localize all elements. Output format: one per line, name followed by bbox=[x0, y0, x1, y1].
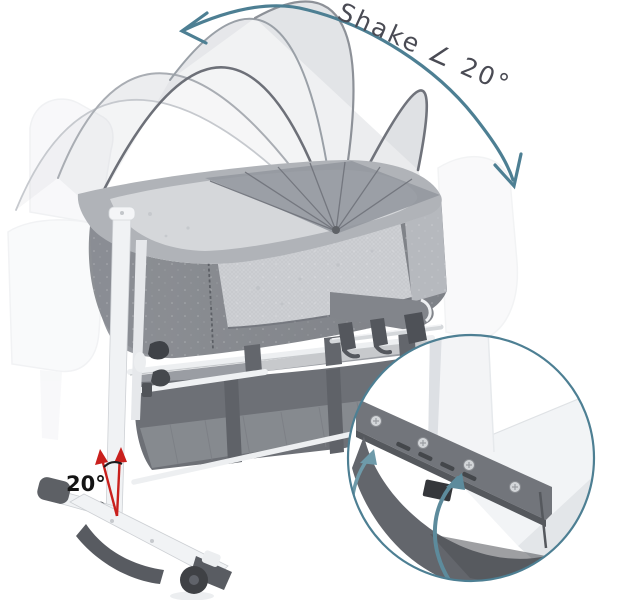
adjust-knob-1 bbox=[148, 340, 170, 360]
tilt-angle-label: 20° bbox=[66, 472, 106, 496]
red-arrowhead-left bbox=[95, 449, 108, 465]
canopy-gather-rods bbox=[209, 161, 413, 232]
folded-bar-endcap bbox=[37, 477, 71, 504]
tilt-angle-indicator: 20° bbox=[66, 447, 127, 517]
rocker-plate bbox=[356, 400, 552, 520]
inset-arrowhead-center bbox=[446, 473, 465, 490]
hinge-slots bbox=[396, 441, 477, 481]
rail-shadow bbox=[129, 340, 433, 376]
inner-pole bbox=[131, 240, 147, 420]
base-endcap bbox=[190, 556, 232, 590]
basket-bottom-rail bbox=[131, 431, 355, 485]
clamp-clip bbox=[134, 352, 146, 372]
shake-arrowhead-right bbox=[493, 152, 523, 190]
ghost-leg-left bbox=[40, 370, 62, 440]
basket-strap-1 bbox=[224, 378, 242, 464]
corner-white-trim bbox=[420, 298, 432, 323]
red-arrowhead-right bbox=[114, 447, 127, 463]
caster-bracket bbox=[201, 550, 221, 567]
inset-detail bbox=[346, 333, 596, 583]
shake-arc bbox=[182, 4, 515, 182]
floor-shadow bbox=[170, 591, 214, 600]
ghost-bassinet-left bbox=[7, 98, 114, 440]
base-bar bbox=[69, 493, 229, 579]
hinge-pin bbox=[538, 491, 548, 549]
inset-pole-edge bbox=[486, 335, 495, 453]
inset-rail bbox=[436, 390, 594, 546]
rocker-plate-hinge-line bbox=[356, 430, 546, 527]
bed-corner-overlap bbox=[329, 292, 444, 359]
base-screw-2 bbox=[150, 539, 154, 543]
basket-hang-loops bbox=[244, 328, 416, 374]
ghost-body-right bbox=[437, 155, 519, 341]
bassinet bbox=[77, 160, 448, 359]
base-leg bbox=[37, 477, 232, 600]
basket-tray bbox=[255, 340, 430, 372]
frame-left bbox=[105, 206, 171, 519]
adjust-knob-2 bbox=[151, 369, 171, 387]
canopy-pivot bbox=[332, 226, 340, 234]
rocker-skid bbox=[76, 524, 164, 584]
inset-pole bbox=[428, 335, 494, 472]
basket-strap-2 bbox=[326, 368, 344, 454]
inset-ring bbox=[346, 333, 596, 583]
mattress-pattern bbox=[148, 212, 374, 306]
ghost-bassinet-right bbox=[437, 155, 519, 341]
inset-rail-underside bbox=[518, 470, 594, 564]
inset-arrowhead-left bbox=[360, 449, 377, 465]
base-screw-1 bbox=[110, 519, 114, 523]
inset-content bbox=[350, 335, 594, 581]
angle-arc bbox=[103, 461, 123, 468]
tube-clamp bbox=[142, 383, 152, 397]
corner-straps bbox=[338, 312, 427, 359]
rocker-screws bbox=[370, 415, 521, 493]
shake-label: Shake ∠ 20° bbox=[334, 0, 516, 99]
shake-arrowhead-left bbox=[178, 11, 209, 45]
caster-hub bbox=[189, 575, 199, 585]
red-arrow-left-shaft bbox=[100, 458, 119, 517]
basket-front-tube bbox=[139, 369, 268, 393]
pole-screw bbox=[120, 211, 124, 215]
inset-pole-shade bbox=[428, 335, 442, 452]
